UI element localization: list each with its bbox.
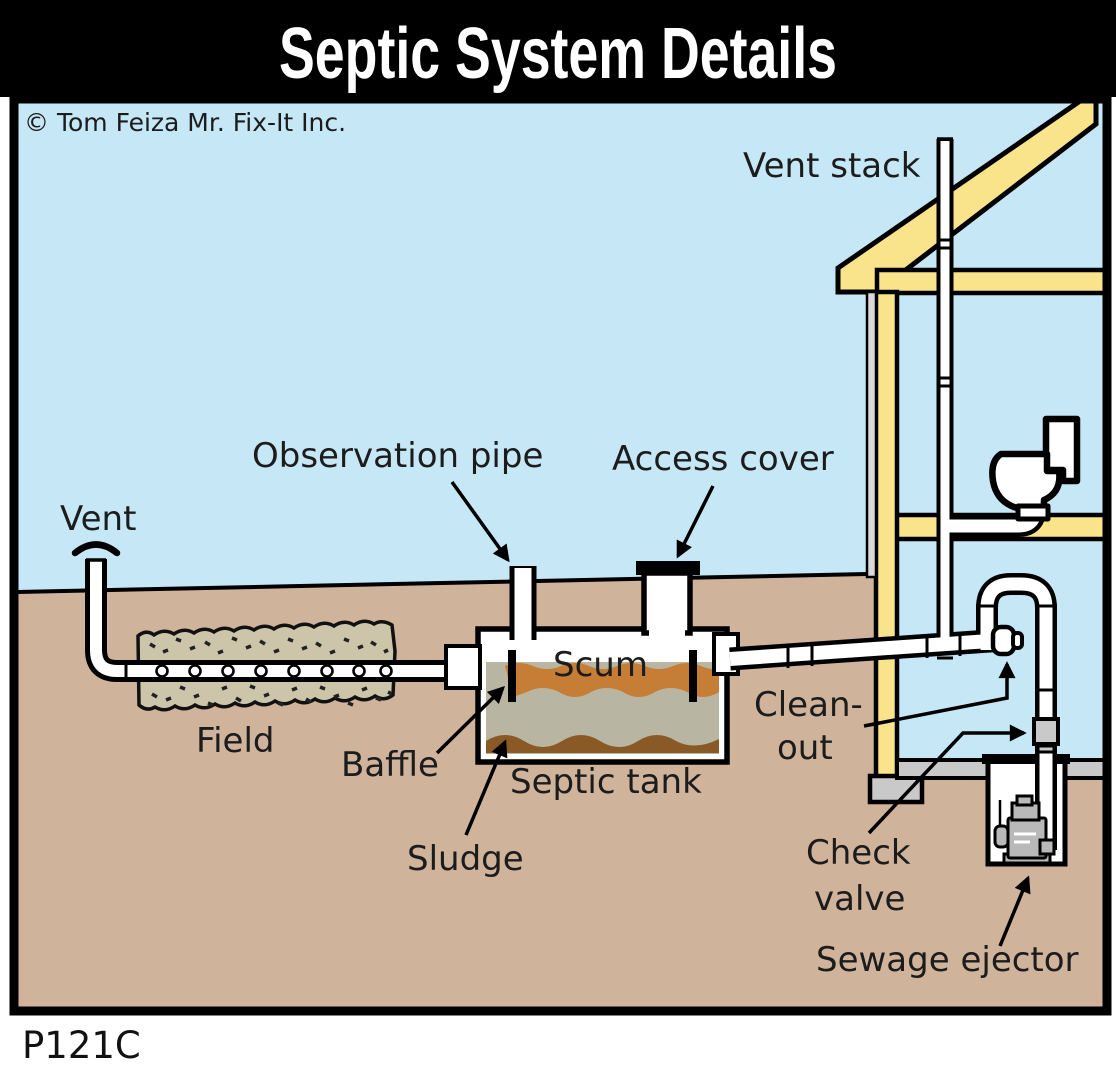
callout-arrows (435, 480, 1031, 947)
roof-rafter (835, 101, 1099, 295)
observation-pipe-arrow (450, 480, 510, 563)
copyright-text: © Tom Feiza Mr. Fix-It Inc. (24, 108, 346, 137)
float-switch (993, 824, 1010, 849)
diagram-title: Septic System Details (279, 14, 837, 94)
scum-layer (505, 663, 719, 697)
diagram-labels: © Tom Feiza Mr. Fix-It Inc. Vent stack O… (24, 108, 1079, 980)
basement-slab-right (1063, 758, 1105, 780)
access-cover-lid (636, 561, 700, 575)
toilet (989, 415, 1081, 522)
toilet-bowl (989, 450, 1063, 513)
pit-lid (982, 754, 1070, 764)
baffle-arrow (435, 686, 506, 755)
cleanout-nub (1011, 631, 1024, 650)
ejector-discharge-core (980, 577, 1053, 848)
diagram-code: P121C (22, 1024, 141, 1067)
vent-pipe-core (90, 561, 484, 677)
field-vent-pipe (71, 541, 484, 682)
tank-inlet-fitting (444, 644, 482, 690)
title-bar (0, 0, 1116, 97)
basement-slab-left (895, 758, 990, 780)
vent-label: Vent (60, 499, 136, 539)
check-valve-arrow (867, 724, 1027, 835)
drawing-frame (9, 94, 1112, 1016)
sewage-ejector-pump (993, 794, 1056, 865)
sludge-arrow (464, 739, 508, 836)
vent-stack-label: Vent stack (743, 146, 921, 186)
access-cover-label: Access cover (612, 439, 834, 479)
toilet-base (1015, 503, 1051, 522)
piping (729, 137, 1060, 850)
vent-cap (71, 541, 121, 557)
clean-out-arrow (863, 661, 1016, 728)
clean-out-label-line2: out (777, 728, 833, 768)
septic-tank-label: Septic tank (510, 762, 702, 802)
inlet-baffle (508, 650, 516, 702)
scum-label: Scum (553, 645, 648, 685)
outlet-baffle (689, 650, 697, 702)
sludge-layer (486, 735, 719, 753)
check-valve-collar (1036, 744, 1056, 754)
field-label: Field (196, 721, 274, 761)
sewage-ejector-label: Sewage ejector (816, 940, 1079, 980)
wall-stud (873, 289, 900, 780)
pump-outlet (1038, 838, 1056, 856)
septic-tank (444, 561, 740, 765)
check-valve-label-line1: Check (806, 833, 911, 873)
house-drain-core (729, 633, 1005, 666)
access-cover-arrow (676, 485, 715, 559)
ceiling-joist (874, 267, 1105, 296)
clean-out-label-line1: Clean- (754, 685, 863, 725)
sludge-label: Sludge (407, 839, 524, 879)
cleanout-cap (990, 624, 1017, 657)
observation-pipe-label: Observation pipe (252, 436, 543, 476)
pipe-perforations (155, 664, 393, 678)
access-riser-opening (649, 576, 685, 638)
siding (865, 290, 878, 579)
check-valve-body (1032, 717, 1060, 746)
sewage-ejector-arrow (998, 875, 1031, 947)
gravel-speckles (149, 636, 393, 707)
check-valve-label-line2: valve (814, 879, 905, 919)
pump-cap (1015, 794, 1034, 807)
baffle-label: Baffle (341, 745, 439, 785)
